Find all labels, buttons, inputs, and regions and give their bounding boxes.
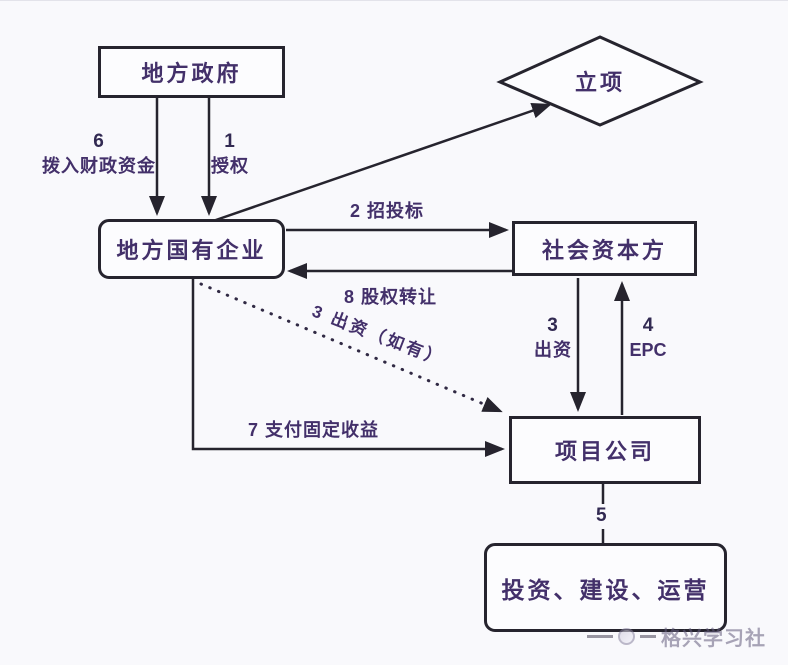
node-local-government: 地方政府 xyxy=(98,46,285,98)
edge-text-allocate-funds: 拨入财政资金 xyxy=(42,155,156,176)
edge-project-approval-line xyxy=(212,102,552,223)
watermark-dash-icon xyxy=(587,635,613,638)
node-local-soe: 地方国有企业 xyxy=(98,219,285,279)
watermark-text: 格兴学习社 xyxy=(661,628,766,650)
edge-number-allocate-funds: 6 xyxy=(93,131,105,152)
edge-label-equity-transfer: 8 股权转让 xyxy=(344,287,438,307)
edge-text-epc: EPC xyxy=(629,339,667,360)
edge-label-bidding: 2 招投标 xyxy=(350,201,425,221)
edge-label-epc: 4 EPC xyxy=(618,314,678,362)
edge-fixed-income-line xyxy=(191,279,505,457)
edge-label-handover: 5 xyxy=(596,505,608,526)
edge-number-authorize: 1 xyxy=(224,131,236,152)
edge-label-allocate-funds: 6 拨入财政资金 xyxy=(26,130,172,178)
node-operations: 投资、建设、运营 xyxy=(484,543,727,632)
edge-text-contribution: 出资 xyxy=(534,339,572,360)
node-project-company: 项目公司 xyxy=(509,416,701,484)
edge-text-authorize: 授权 xyxy=(211,155,249,176)
watermark-dash2-icon xyxy=(640,635,656,638)
node-social-capital: 社会资本方 xyxy=(512,221,697,276)
edge-number-contribution: 3 xyxy=(547,315,559,336)
edge-label-contribution: 3 出资 xyxy=(525,314,581,362)
watermark-logo-icon xyxy=(618,628,635,645)
edge-label-authorize: 1 授权 xyxy=(190,130,270,178)
edge-number-epc: 4 xyxy=(642,315,654,336)
edge-contribution-optional-dotted-line xyxy=(199,282,503,413)
edge-label-fixed-income: 7 支付固定收益 xyxy=(248,420,380,440)
node-project-approval: 立项 xyxy=(574,70,625,95)
watermark: 格兴学习社 xyxy=(587,622,766,651)
